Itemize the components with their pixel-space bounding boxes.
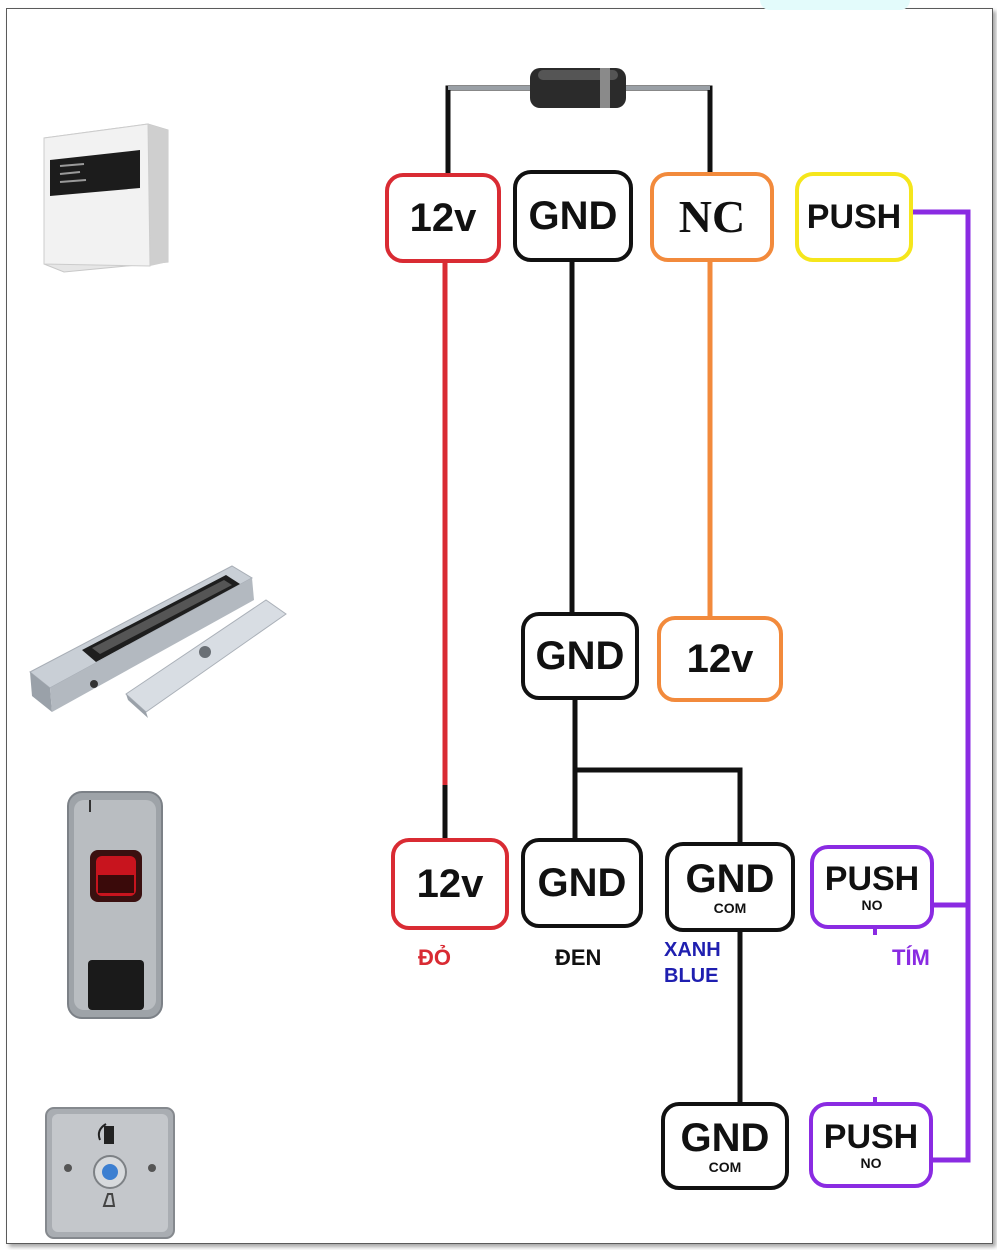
supply-push-terminal: PUSH (795, 172, 913, 262)
supply-12v-text: 12v (409, 196, 477, 240)
reader-push-terminal: PUSH NO (810, 845, 934, 929)
label-blue-2: BLUE (664, 965, 719, 987)
supply-gnd-terminal: GND (513, 170, 633, 262)
diode-lead-right (622, 85, 713, 175)
label-blue-1: XANH (664, 939, 721, 961)
reader-gnd-terminal: GND (521, 838, 643, 928)
supply-gnd-text: GND (528, 194, 618, 238)
reader-12v-text: 12v (416, 862, 484, 906)
diode-icon (530, 68, 626, 108)
label-purple: TÍM (892, 945, 930, 970)
reader-com-subtext: COM (713, 900, 747, 916)
exit-no-subtext: NO (860, 1155, 882, 1171)
supply-push-text: PUSH (806, 198, 902, 236)
exit-gnd-com-terminal: GND COM (661, 1102, 789, 1190)
reader-push-text: PUSH (824, 860, 920, 898)
maglock-12v-terminal: 12v (657, 616, 783, 702)
reader-gnd-com-text: GND (685, 857, 775, 901)
reader-gnd-com-terminal: GND COM (665, 842, 795, 932)
supply-nc-text: NC (678, 191, 746, 242)
exit-push-text: PUSH (823, 1118, 919, 1156)
corner-decoration (760, 0, 910, 10)
diode-lead-left (445, 85, 538, 175)
wire-push (910, 209, 971, 1163)
maglock-gnd-text: GND (535, 634, 625, 678)
label-red: ĐỎ (418, 945, 451, 970)
exit-gnd-com-text: GND (680, 1116, 770, 1160)
supply-nc-terminal: NC (650, 172, 774, 262)
maglock-12v-text: 12v (686, 637, 754, 681)
exit-push-terminal: PUSH NO (809, 1102, 933, 1188)
reader-gnd-text: GND (537, 861, 627, 905)
maglock-gnd-terminal: GND (521, 612, 639, 700)
reader-12v-terminal: 12v (391, 838, 509, 930)
supply-12v-terminal: 12v (385, 173, 501, 263)
reader-no-subtext: NO (861, 897, 883, 913)
wire-gnd-branch (572, 697, 743, 845)
label-black: ĐEN (555, 945, 602, 970)
exit-com-subtext: COM (708, 1159, 742, 1175)
